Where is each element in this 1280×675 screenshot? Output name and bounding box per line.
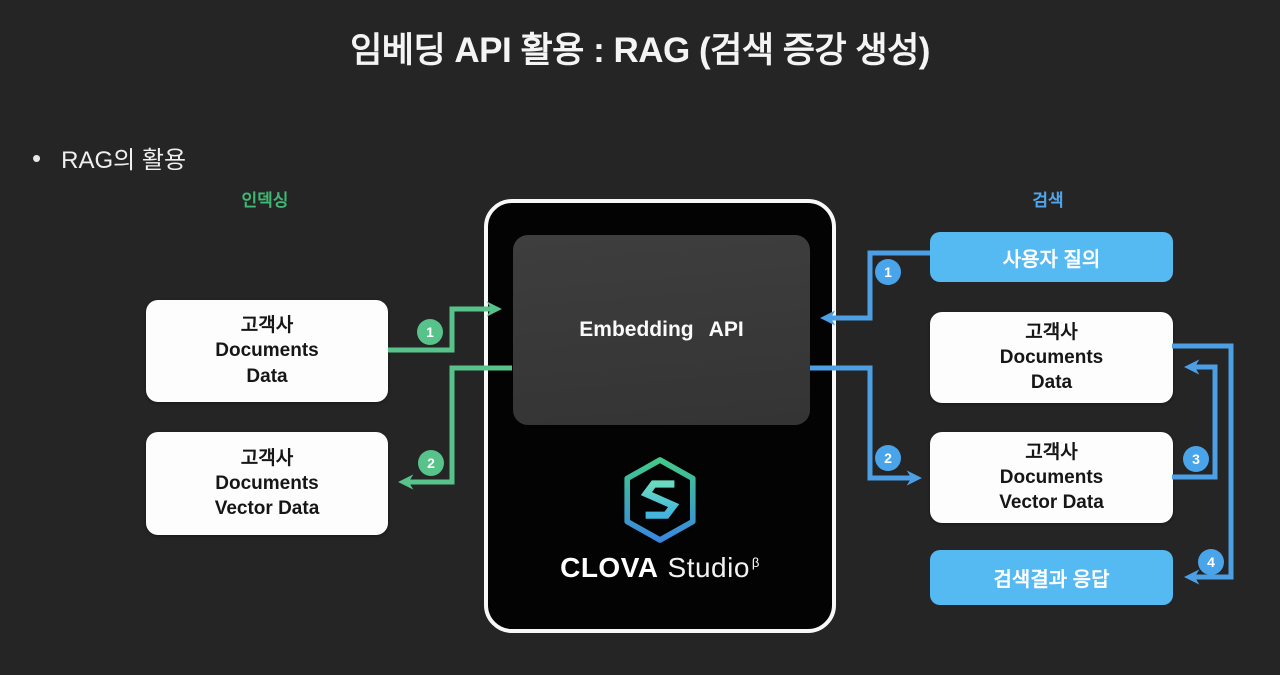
brand-clova-text: CLOVA [560, 552, 659, 583]
search-step-2-badge: 2 [875, 445, 901, 471]
search-documents-data-box: 고객사 Documents Data [930, 312, 1173, 403]
bullet-dot-icon: • [32, 142, 42, 173]
indexing-documents-data-box: 고객사 Documents Data [146, 300, 388, 402]
brand-beta-superscript: β [751, 554, 760, 570]
search-documents-vector-data-box: 고객사 Documents Vector Data [930, 432, 1173, 523]
search-step-3-badge: 3 [1183, 446, 1209, 472]
indexing-section-label: 인덱싱 [241, 191, 289, 210]
search-step-4-badge: 4 [1198, 549, 1224, 575]
indexing-documents-vector-data-box: 고객사 Documents Vector Data [146, 432, 388, 535]
search-step-1-badge: 1 [875, 259, 901, 285]
user-query-box: 사용자 질의 [930, 232, 1173, 282]
indexing-step-1-badge: 1 [417, 319, 443, 345]
bullet-row: • RAG의 활용 [32, 140, 186, 175]
search-result-response-box: 검색결과 응답 [930, 550, 1173, 605]
page-title: 임베딩 API 활용 : RAG (검색 증강 생성) [350, 31, 930, 70]
search-section-label: 검색 [1032, 191, 1064, 210]
brand-studio-text: Studio [667, 552, 750, 583]
indexing-step-2-badge: 2 [418, 450, 444, 476]
embedding-api-box: Embedding API [513, 235, 810, 425]
bullet-label: RAG의 활용 [61, 147, 187, 174]
clova-studio-hexagon-s-icon [624, 457, 696, 543]
